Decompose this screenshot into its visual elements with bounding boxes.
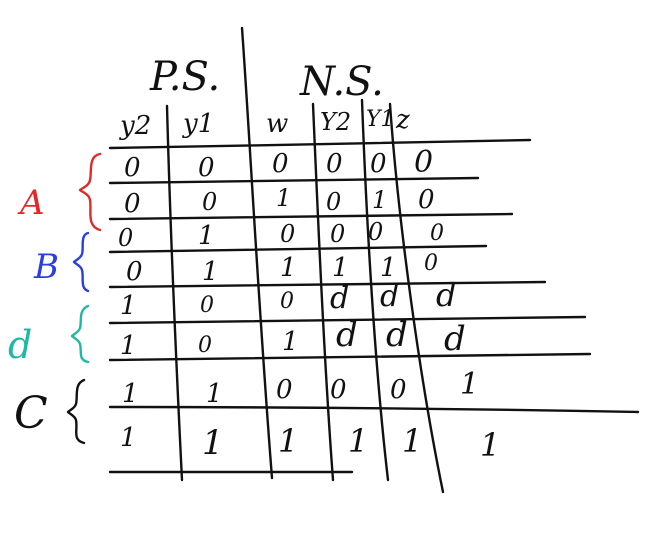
cell-r5-Y1: d <box>380 279 399 314</box>
cell-r3-y1: 1 <box>198 221 215 251</box>
cell-r1-Y1: 0 <box>370 149 387 179</box>
row-line-6 <box>108 352 592 362</box>
group-brace-b <box>72 231 90 293</box>
row-line-1 <box>108 176 480 185</box>
row-line-7 <box>108 405 640 414</box>
group-brace-c <box>66 378 86 445</box>
present-state-header: P.S. <box>149 54 220 100</box>
divider-Y2-Y1 <box>360 98 390 482</box>
cell-r4-y1: 1 <box>202 257 219 287</box>
group-label-b: B <box>33 247 59 287</box>
divider-y2-y1 <box>165 104 184 482</box>
cell-r2-y2: 0 <box>124 189 141 219</box>
table-body: 0 0 0 0 0 0 0 0 1 0 1 0 0 1 0 0 0 0 0 1 … <box>118 145 500 464</box>
column-header-w: w <box>266 109 288 139</box>
cell-r1-y2: 0 <box>124 153 141 183</box>
table-row: 1 0 0 d d d <box>120 276 456 321</box>
cell-r6-z: d <box>444 319 466 359</box>
cell-r4-w: 1 <box>280 253 297 283</box>
table-row: 1 1 0 0 0 1 <box>122 367 479 409</box>
cell-r8-y1: 1 <box>202 423 224 463</box>
table-row: 0 0 1 0 1 0 <box>124 184 435 219</box>
cell-r6-w: 1 <box>282 327 299 357</box>
table-row: 1 1 1 1 1 1 <box>120 422 500 464</box>
row-line-5 <box>108 315 587 325</box>
group-brace-a <box>78 152 102 232</box>
cell-r7-z: 1 <box>460 367 479 402</box>
table-row: 0 1 0 0 0 0 <box>118 218 444 252</box>
cell-r5-w: 0 <box>280 289 294 314</box>
cell-r8-Y2: 1 <box>348 422 368 460</box>
cell-r2-y1: 0 <box>202 188 217 216</box>
cell-r7-w: 0 <box>276 375 293 405</box>
cell-r4-Y2: 1 <box>332 253 349 283</box>
row-line-header <box>108 138 532 150</box>
cell-r5-y2: 1 <box>120 291 137 321</box>
group-brace-d <box>70 304 90 364</box>
cell-r4-Y1: 1 <box>380 253 397 283</box>
cell-r2-Y2: 0 <box>326 188 341 216</box>
cell-r2-w: 1 <box>276 184 291 212</box>
row-line-3 <box>108 244 488 254</box>
next-state-header: N.S. <box>299 59 384 105</box>
cell-r1-w: 0 <box>272 149 289 179</box>
cell-r4-z: 0 <box>424 251 438 276</box>
cell-r5-Y2: d <box>330 281 349 316</box>
cell-r1-z: 0 <box>414 145 433 180</box>
group-label-c: C <box>14 388 48 439</box>
cell-r7-y2: 1 <box>122 379 139 409</box>
cell-r2-z: 0 <box>418 185 435 215</box>
cell-r3-Y1: 0 <box>368 218 383 246</box>
table-row: 0 0 0 0 0 0 <box>124 145 433 183</box>
column-header-Y2: Y2 <box>320 108 351 136</box>
cell-r7-y1: 1 <box>206 379 223 409</box>
cell-r8-y2: 1 <box>120 423 137 453</box>
cell-r6-y1: 0 <box>198 333 212 358</box>
divider-w-Y2 <box>311 102 335 482</box>
cell-r3-w: 0 <box>280 220 295 248</box>
cell-r1-Y2: 0 <box>326 149 343 179</box>
cell-r6-Y1: d <box>386 315 408 355</box>
cell-r6-Y2: d <box>336 315 358 355</box>
row-line-4 <box>108 280 547 289</box>
divider-Y1-z <box>388 102 445 494</box>
table-row: 1 0 1 d d d <box>120 315 466 361</box>
cell-r3-z: 0 <box>430 221 444 246</box>
column-header-z: z <box>395 105 410 135</box>
cell-r6-y2: 1 <box>120 331 137 361</box>
divider-ps-ns <box>240 26 274 480</box>
group-label-d: d <box>8 323 32 367</box>
column-header-y1: y1 <box>182 109 214 139</box>
row-line-2 <box>108 212 514 221</box>
cell-r1-y1: 0 <box>198 153 215 183</box>
group-label-a: A <box>17 183 45 223</box>
table-grid <box>108 26 640 494</box>
cell-r3-y2: 0 <box>118 224 133 252</box>
cell-r5-y1: 0 <box>200 293 214 318</box>
cell-r8-w: 1 <box>278 422 298 460</box>
cell-r8-Y1: 1 <box>402 422 422 460</box>
column-header-y2: y2 <box>119 111 151 141</box>
cell-r8-z: 1 <box>480 426 500 464</box>
cell-r3-Y2: 0 <box>330 220 345 248</box>
cell-r5-z: d <box>436 276 456 314</box>
cell-r7-Y2: 0 <box>330 375 347 405</box>
cell-r2-Y1: 1 <box>372 186 387 214</box>
cell-r4-y2: 0 <box>126 257 143 287</box>
table-row: 0 1 1 1 1 0 <box>126 251 438 287</box>
cell-r7-Y1: 0 <box>390 375 407 405</box>
